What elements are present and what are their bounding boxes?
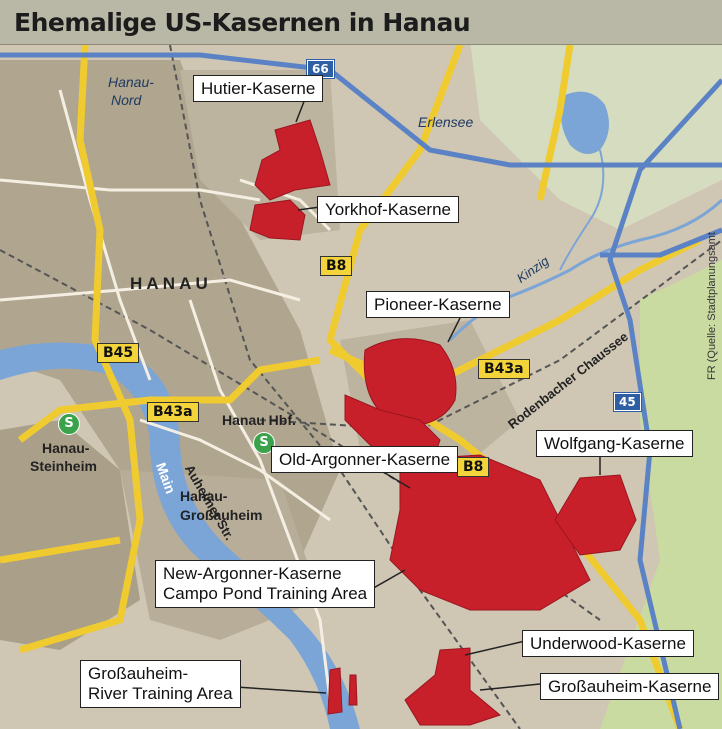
autobahn-sign-a45: 45 [613, 392, 642, 412]
label-pioneer-kaserne: Pioneer-Kaserne [366, 291, 510, 318]
road-sign-b8-mid: B8 [457, 457, 490, 477]
label-underwood-kaserne: Underwood-Kaserne [522, 630, 694, 657]
place-hanau-steinheim-2: Steinheim [30, 458, 97, 474]
area-new-argonner [389, 454, 591, 611]
urban-steinheim [0, 420, 140, 650]
page-title: Ehemalige US-Kasernen in Hanau [14, 8, 471, 37]
road-sign-b8-top: B8 [320, 256, 353, 276]
area-wolfgang [554, 474, 637, 556]
place-hanau-grossauheim-1: Hanau- [180, 488, 228, 504]
place-erlensee: Erlensee [418, 114, 474, 130]
label-new-argonner-line-2: Campo Pond Training Area [163, 584, 368, 603]
title-bar: Ehemalige US-Kasernen in Hanau [0, 0, 722, 45]
place-hanau-nord-1: Hanau- [108, 74, 154, 90]
label-new-argonner-kaserne: New-Argonner-Kaserne Campo Pond Training… [155, 560, 376, 608]
road-sign-b45: B45 [97, 343, 140, 363]
s-bahn-icon-hbf: S [253, 432, 275, 454]
area-pioneer [363, 338, 457, 426]
railway-3 [259, 239, 722, 432]
road-sign-b43a-right: B43a [478, 359, 530, 379]
railway-1 [169, 44, 521, 729]
place-hanau: H A N A U [130, 274, 208, 293]
label-new-argonner-line-1: New-Argonner-Kaserne [163, 564, 342, 583]
autobahn [0, 52, 722, 729]
source-credit: FR (Quelle: Stadtplanungsamt [706, 232, 718, 380]
place-hanau-hbf: Hanau Hbf. [222, 412, 296, 428]
lake [561, 91, 609, 154]
area-hutier [254, 119, 331, 201]
area-yorkhof [249, 199, 306, 241]
label-grossauheim-river-training: Großauheim- River Training Area [80, 660, 241, 708]
road-sign-b43a-left: B43a [147, 402, 199, 422]
label-grossauheim-river-line-1: Großauheim- [88, 664, 189, 683]
label-yorkhof-kaserne: Yorkhof-Kaserne [317, 196, 460, 223]
green-area-east [600, 260, 722, 729]
label-grossauheim-river-line-2: River Training Area [88, 684, 233, 703]
area-river-training [327, 667, 343, 715]
leader-lines [235, 98, 601, 694]
label-grossauheim-kaserne: Großauheim-Kaserne [540, 673, 720, 700]
s-bahn-icon-steinheim: S [58, 413, 80, 435]
place-hanau-steinheim-1: Hanau- [42, 440, 90, 456]
kinzig-tributary [559, 149, 605, 271]
label-hutier-kaserne: Hutier-Kaserne [193, 75, 324, 102]
main-river [0, 342, 360, 729]
label-old-argonner-kaserne: Old-Argonner-Kaserne [271, 446, 459, 473]
area-underwood-grossauheim [404, 647, 502, 726]
place-hanau-nord-2: Nord [111, 92, 142, 108]
kasernen-areas [249, 119, 637, 726]
label-wolfgang-kaserne: Wolfgang-Kaserne [536, 430, 693, 457]
place-hanau-grossauheim-2: Großauheim [180, 507, 263, 523]
area-river-training-2 [348, 674, 358, 706]
